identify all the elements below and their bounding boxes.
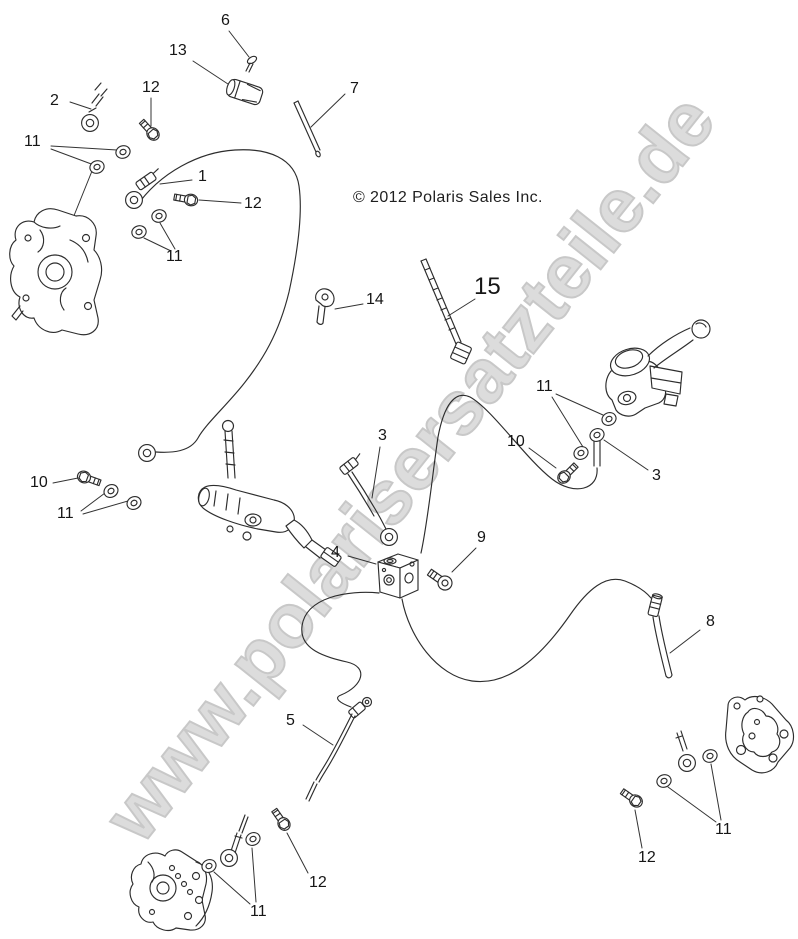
junction-to-right-hose: [402, 579, 651, 681]
hand-brake-hose: [421, 395, 600, 553]
callout-3: 3: [652, 467, 661, 484]
clip-14: [316, 289, 334, 325]
callout-5: 5: [286, 712, 295, 729]
junction-block-4: [378, 554, 418, 598]
callout-12: 12: [638, 849, 656, 866]
hose-1-fitting: [125, 168, 163, 209]
washer-11: [599, 409, 619, 429]
screw-6: [246, 55, 258, 72]
callout-9: 9: [477, 529, 486, 546]
washer-11: [129, 223, 149, 241]
washer-11: [654, 772, 674, 790]
junction-to-left-hose: [302, 592, 379, 707]
bolt-10-right: [554, 460, 581, 487]
washer-11: [113, 143, 133, 161]
washer-11: [700, 747, 720, 765]
callout-11: 11: [536, 378, 553, 395]
callout-11: 11: [57, 505, 74, 522]
copyright-text: © 2012 Polaris Sales Inc.: [353, 189, 543, 206]
washer-11: [149, 207, 169, 225]
callout-8: 8: [706, 613, 715, 630]
washer-11: [571, 443, 591, 463]
banjo-fitting: [138, 444, 156, 462]
foot-master-cylinder: [197, 421, 342, 568]
bolt-12-a: [136, 116, 163, 144]
callout-3: 3: [378, 427, 387, 444]
washer-11: [243, 829, 263, 849]
callout-2: 2: [50, 92, 59, 109]
callout-1: 1: [198, 168, 207, 185]
bolt-15: [421, 259, 472, 364]
callout-4: 4: [331, 544, 340, 561]
washer-11: [587, 425, 607, 445]
callout-14: 14: [366, 291, 384, 308]
clamp-13: [225, 78, 264, 106]
callout-6: 6: [221, 12, 230, 29]
callout-11: 11: [24, 133, 41, 150]
front-brake-caliper: [10, 209, 102, 335]
hose-8: [648, 593, 696, 772]
bolt-10-left: [75, 468, 103, 489]
rod-7: [294, 101, 321, 158]
bolt-12-b: [172, 190, 200, 208]
callout-11: 11: [715, 821, 732, 838]
bolt-12-bottom-right: [618, 785, 646, 811]
rear-caliper-hose-stub: [220, 815, 248, 867]
callout-10: 10: [30, 474, 48, 491]
front-brake-hose: [136, 150, 300, 453]
bolt-9: [425, 566, 454, 592]
caliper-mount-bracket: [726, 696, 794, 773]
washer-11: [124, 493, 144, 513]
leader-lines: [51, 31, 721, 904]
washer-11: [101, 481, 121, 501]
callout-10: 10: [507, 433, 525, 450]
callout-13: 13: [169, 42, 187, 59]
hand-master-cylinder: [606, 320, 710, 416]
hose-3-center: [339, 453, 398, 546]
callout-12: 12: [142, 79, 160, 96]
bolt-12-bottom-left: [268, 806, 294, 834]
hose-5: [306, 698, 372, 802]
callout-11: 11: [166, 248, 183, 265]
callout-15: 15: [474, 273, 501, 300]
callout-12: 12: [244, 195, 262, 212]
hose-2: [81, 83, 107, 132]
callout-11: 11: [250, 903, 267, 920]
callout-12: 12: [309, 874, 327, 891]
rear-brake-caliper: [130, 850, 212, 931]
callout-7: 7: [350, 80, 359, 97]
